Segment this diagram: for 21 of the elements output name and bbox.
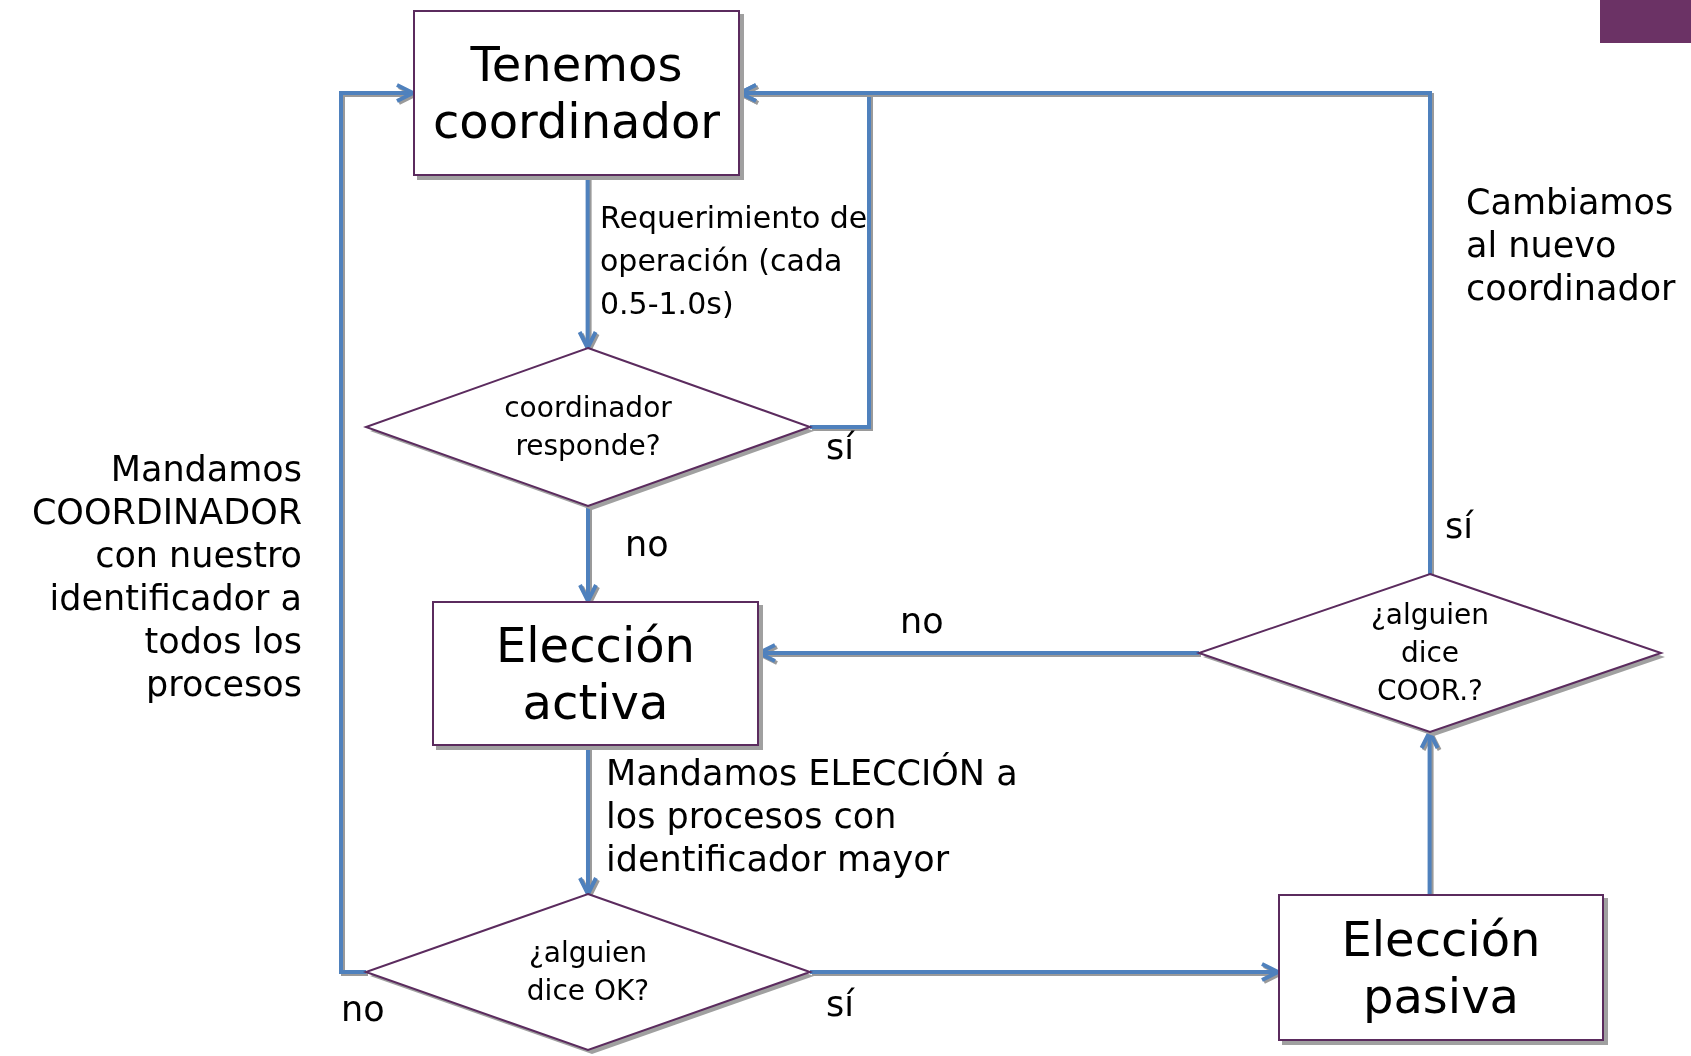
edge-label: no xyxy=(625,523,669,566)
arrow xyxy=(578,506,598,603)
edge-label: sí xyxy=(826,983,854,1026)
edge-label: no xyxy=(341,988,385,1031)
step-title: Tenemos coordinador xyxy=(431,36,722,150)
question-text: ¿alguien dice OK? xyxy=(525,935,651,1009)
edge-label: no xyxy=(900,600,944,643)
edge-label: Mandamos ELECCIÓN a los procesos con identificador mayor xyxy=(606,752,1019,881)
question-text: ¿alguien dice COOR.? xyxy=(1369,597,1491,709)
edge-label: sí xyxy=(1445,505,1473,548)
question-text: coordinador responde? xyxy=(503,390,673,464)
edge-label: sí xyxy=(826,426,854,469)
arrow xyxy=(810,962,1280,982)
decision-diamond xyxy=(1198,573,1662,733)
edge-label: Requerimiento de operación (cada 0.5-1.0s) xyxy=(600,199,868,323)
note-text: Cambiamos al nuevo coordinador xyxy=(1466,181,1677,310)
decision-diamond xyxy=(365,347,811,507)
step-title: Elección pasiva xyxy=(1340,910,1542,1025)
step-title: Elección activa xyxy=(494,616,697,731)
arrow xyxy=(339,83,415,974)
note-text: Mandamos COORDINADOR con nuestro identificador a todos los procesos xyxy=(30,448,302,706)
